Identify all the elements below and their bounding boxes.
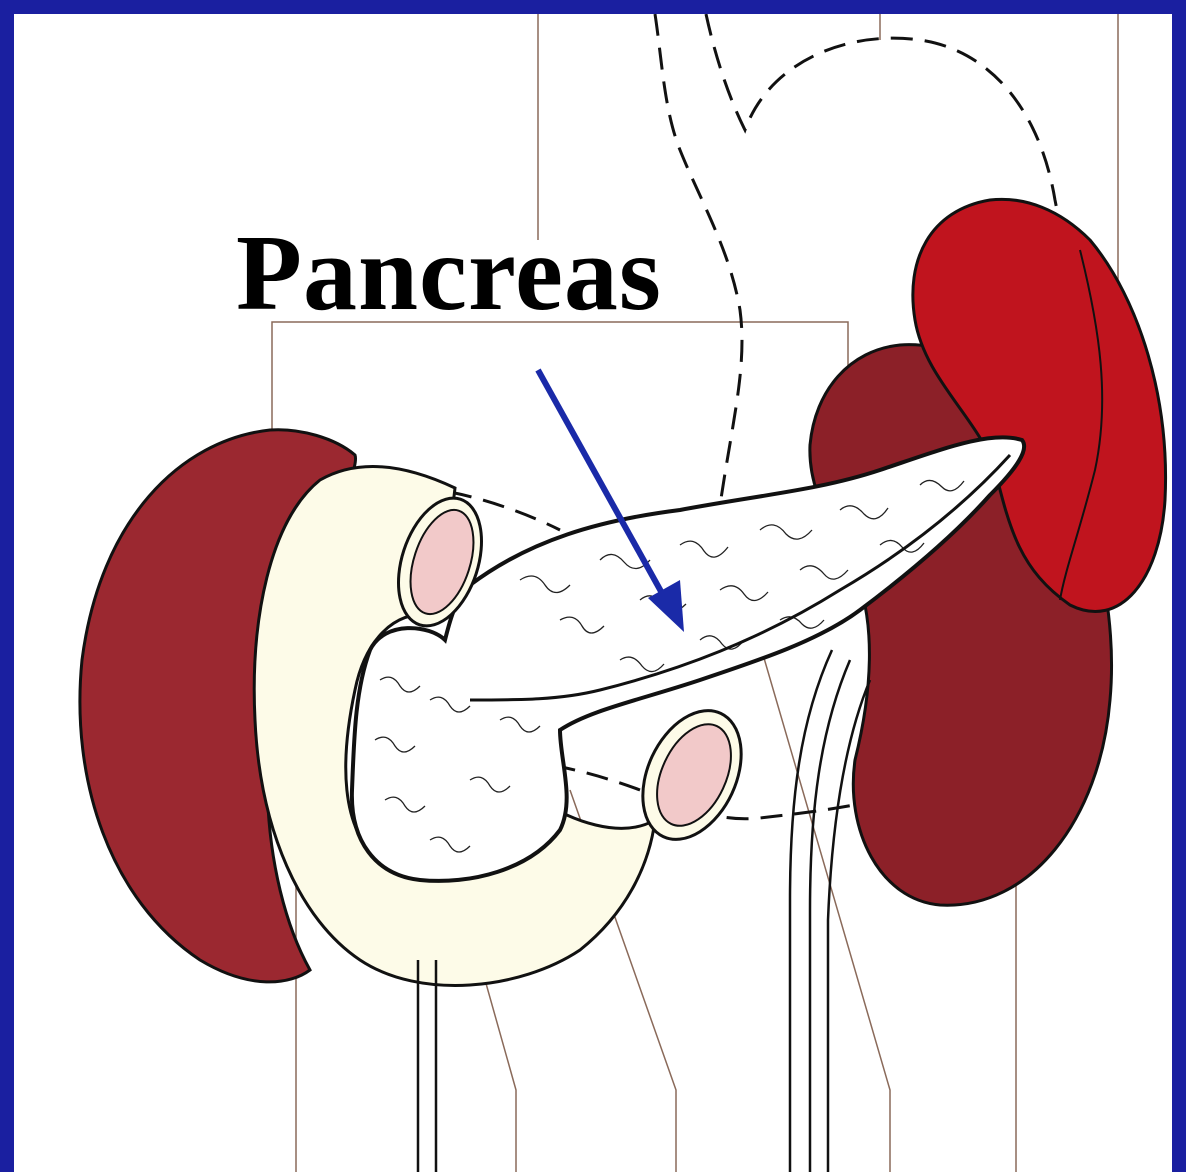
diagram-title: Pancreas (236, 220, 662, 328)
anatomy-illustration (14, 14, 1172, 1172)
diagram-canvas: Pancreas (14, 14, 1172, 1172)
